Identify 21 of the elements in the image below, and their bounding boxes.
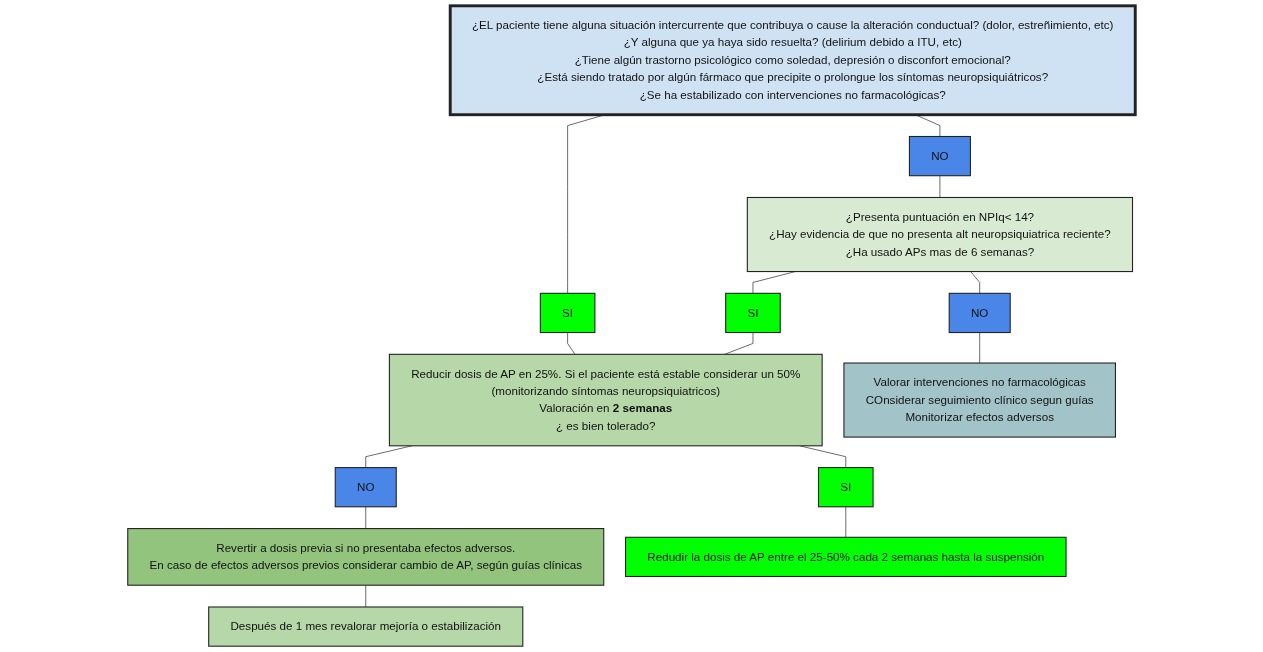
node-box: Después de 1 mes revalorar mejoría o estabilización xyxy=(208,606,524,647)
connector xyxy=(939,175,941,198)
node-box: Reducir dosis de AP en 25%. Si el paciente está estable considerar un 50% (monitorizando síntomas neuropsiquiatricos) Valoración en 2 semanas ¿ es bien tolerado? xyxy=(388,353,823,447)
connector xyxy=(365,506,367,529)
connector xyxy=(365,584,367,608)
node-box: NO xyxy=(334,467,397,508)
node-box: NO xyxy=(948,292,1011,334)
connector xyxy=(845,506,847,538)
node-box: SI xyxy=(725,292,781,334)
node-box: Revertir a dosis previa si no presentaba efectos adversos. En caso de efectos adversos previos considerar cambio de AP, según guías clínicas xyxy=(127,528,605,586)
connector xyxy=(979,332,981,364)
node-box: ¿EL paciente tiene alguna situación intercurrente que contribuya o cause la alteración conductual? (dolor, estreñimiento, etc) ¿Y alguna que ya haya sido resuelta? (delirium debido a ITU, etc) ¿Tiene algún trastorno psicológico como soledad, depresión o disconfort emocional? ¿Está siendo tratado por algún fármaco que precipite o prolongue los síntomas neuropsiquiátricos? ¿Se ha estabilizado con intervenciones no farmacológicas? xyxy=(448,4,1137,117)
connector xyxy=(970,271,981,294)
connector xyxy=(567,332,576,355)
node-box: SI xyxy=(817,467,874,508)
node-box: Redudir la dosis de AP entre el 25-50% cada 2 semanas hasta la suspensión xyxy=(625,536,1067,578)
node-box: SI xyxy=(539,292,596,334)
node-box: Valorar intervenciones no farmacológicas COnsiderar seguimiento clínico segun guías Monitorizar efectos adversos xyxy=(843,362,1116,438)
node-box: NO xyxy=(908,135,971,177)
connector xyxy=(724,332,754,355)
node-box: ¿Presenta puntuación en NPIq< 14? ¿Hay evidencia de que no presenta alt neuropsiquiatrica reciente? ¿Ha usado APs mas de 6 semanas? xyxy=(746,196,1134,273)
